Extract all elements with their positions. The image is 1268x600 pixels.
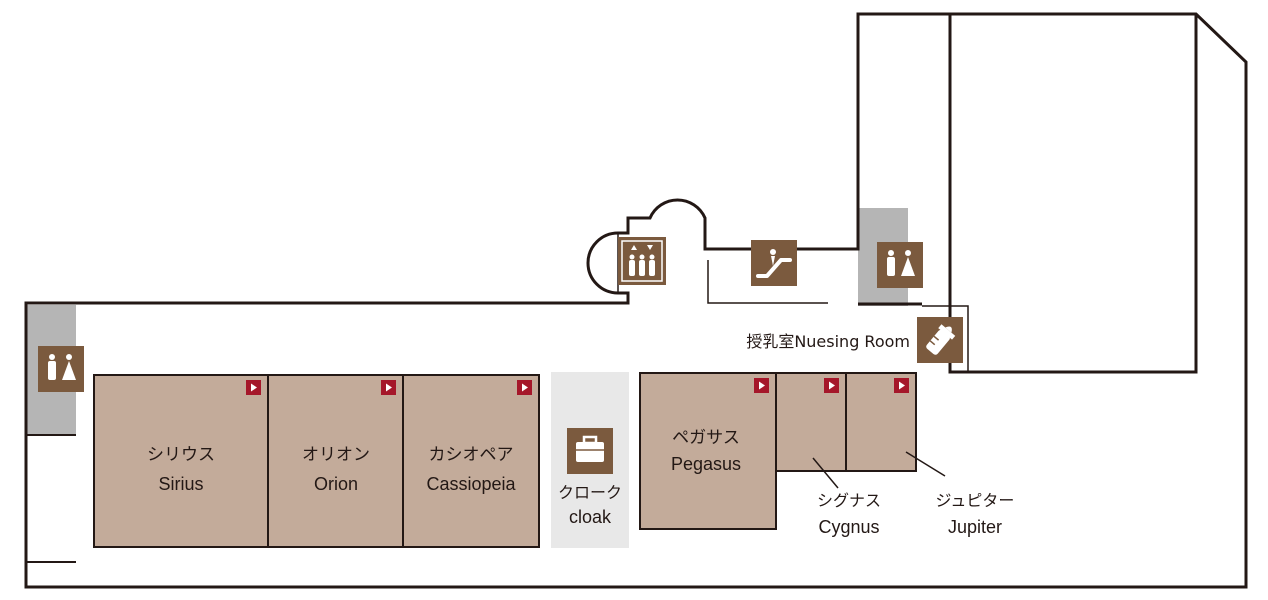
room-label-ja-orion: オリオン xyxy=(302,445,370,465)
escalator-icon xyxy=(751,240,797,286)
baby-bottle-icon xyxy=(917,317,963,363)
play-icon[interactable] xyxy=(894,378,909,393)
play-icon[interactable] xyxy=(517,380,532,395)
nursing-room-label: 授乳室Nuesing Room xyxy=(746,332,910,351)
room-label-en-cassiopeia: Cassiopeia xyxy=(426,474,516,494)
play-icon[interactable] xyxy=(754,378,769,393)
room-label-en-orion: Orion xyxy=(314,474,358,494)
room-label-en-jupiter: Jupiter xyxy=(948,517,1002,537)
room-label-en-sirius: Sirius xyxy=(158,474,203,494)
room-sirius[interactable] xyxy=(93,374,269,548)
briefcase-icon xyxy=(567,428,613,474)
room-label-ja-pegasus: ペガサス xyxy=(672,428,740,448)
room-label-ja-sirius: シリウス xyxy=(147,445,215,465)
restroom-icon xyxy=(38,346,84,392)
room-cassiopeia[interactable] xyxy=(402,374,540,548)
cloak-label-ja: クローク xyxy=(558,483,622,502)
room-orion[interactable] xyxy=(267,374,404,548)
room-label-ja-cassiopeia: カシオペア xyxy=(429,445,514,465)
room-label-ja-cygnus: シグナス xyxy=(817,491,881,510)
cygnus-leader-line xyxy=(812,457,839,489)
room-label-en-cygnus: Cygnus xyxy=(818,517,879,537)
walls xyxy=(24,12,1248,589)
room-label-en-pegasus: Pegasus xyxy=(671,454,741,474)
play-icon[interactable] xyxy=(381,380,396,395)
cloak-label-en: cloak xyxy=(569,507,612,527)
restroom-icon xyxy=(877,242,923,288)
play-icon[interactable] xyxy=(246,380,261,395)
jupiter-leader-line xyxy=(905,451,946,477)
play-icon[interactable] xyxy=(824,378,839,393)
room-label-ja-jupiter: ジュピター xyxy=(936,491,1015,510)
room-pegasus[interactable] xyxy=(639,372,777,530)
elevator-icon xyxy=(618,237,666,285)
